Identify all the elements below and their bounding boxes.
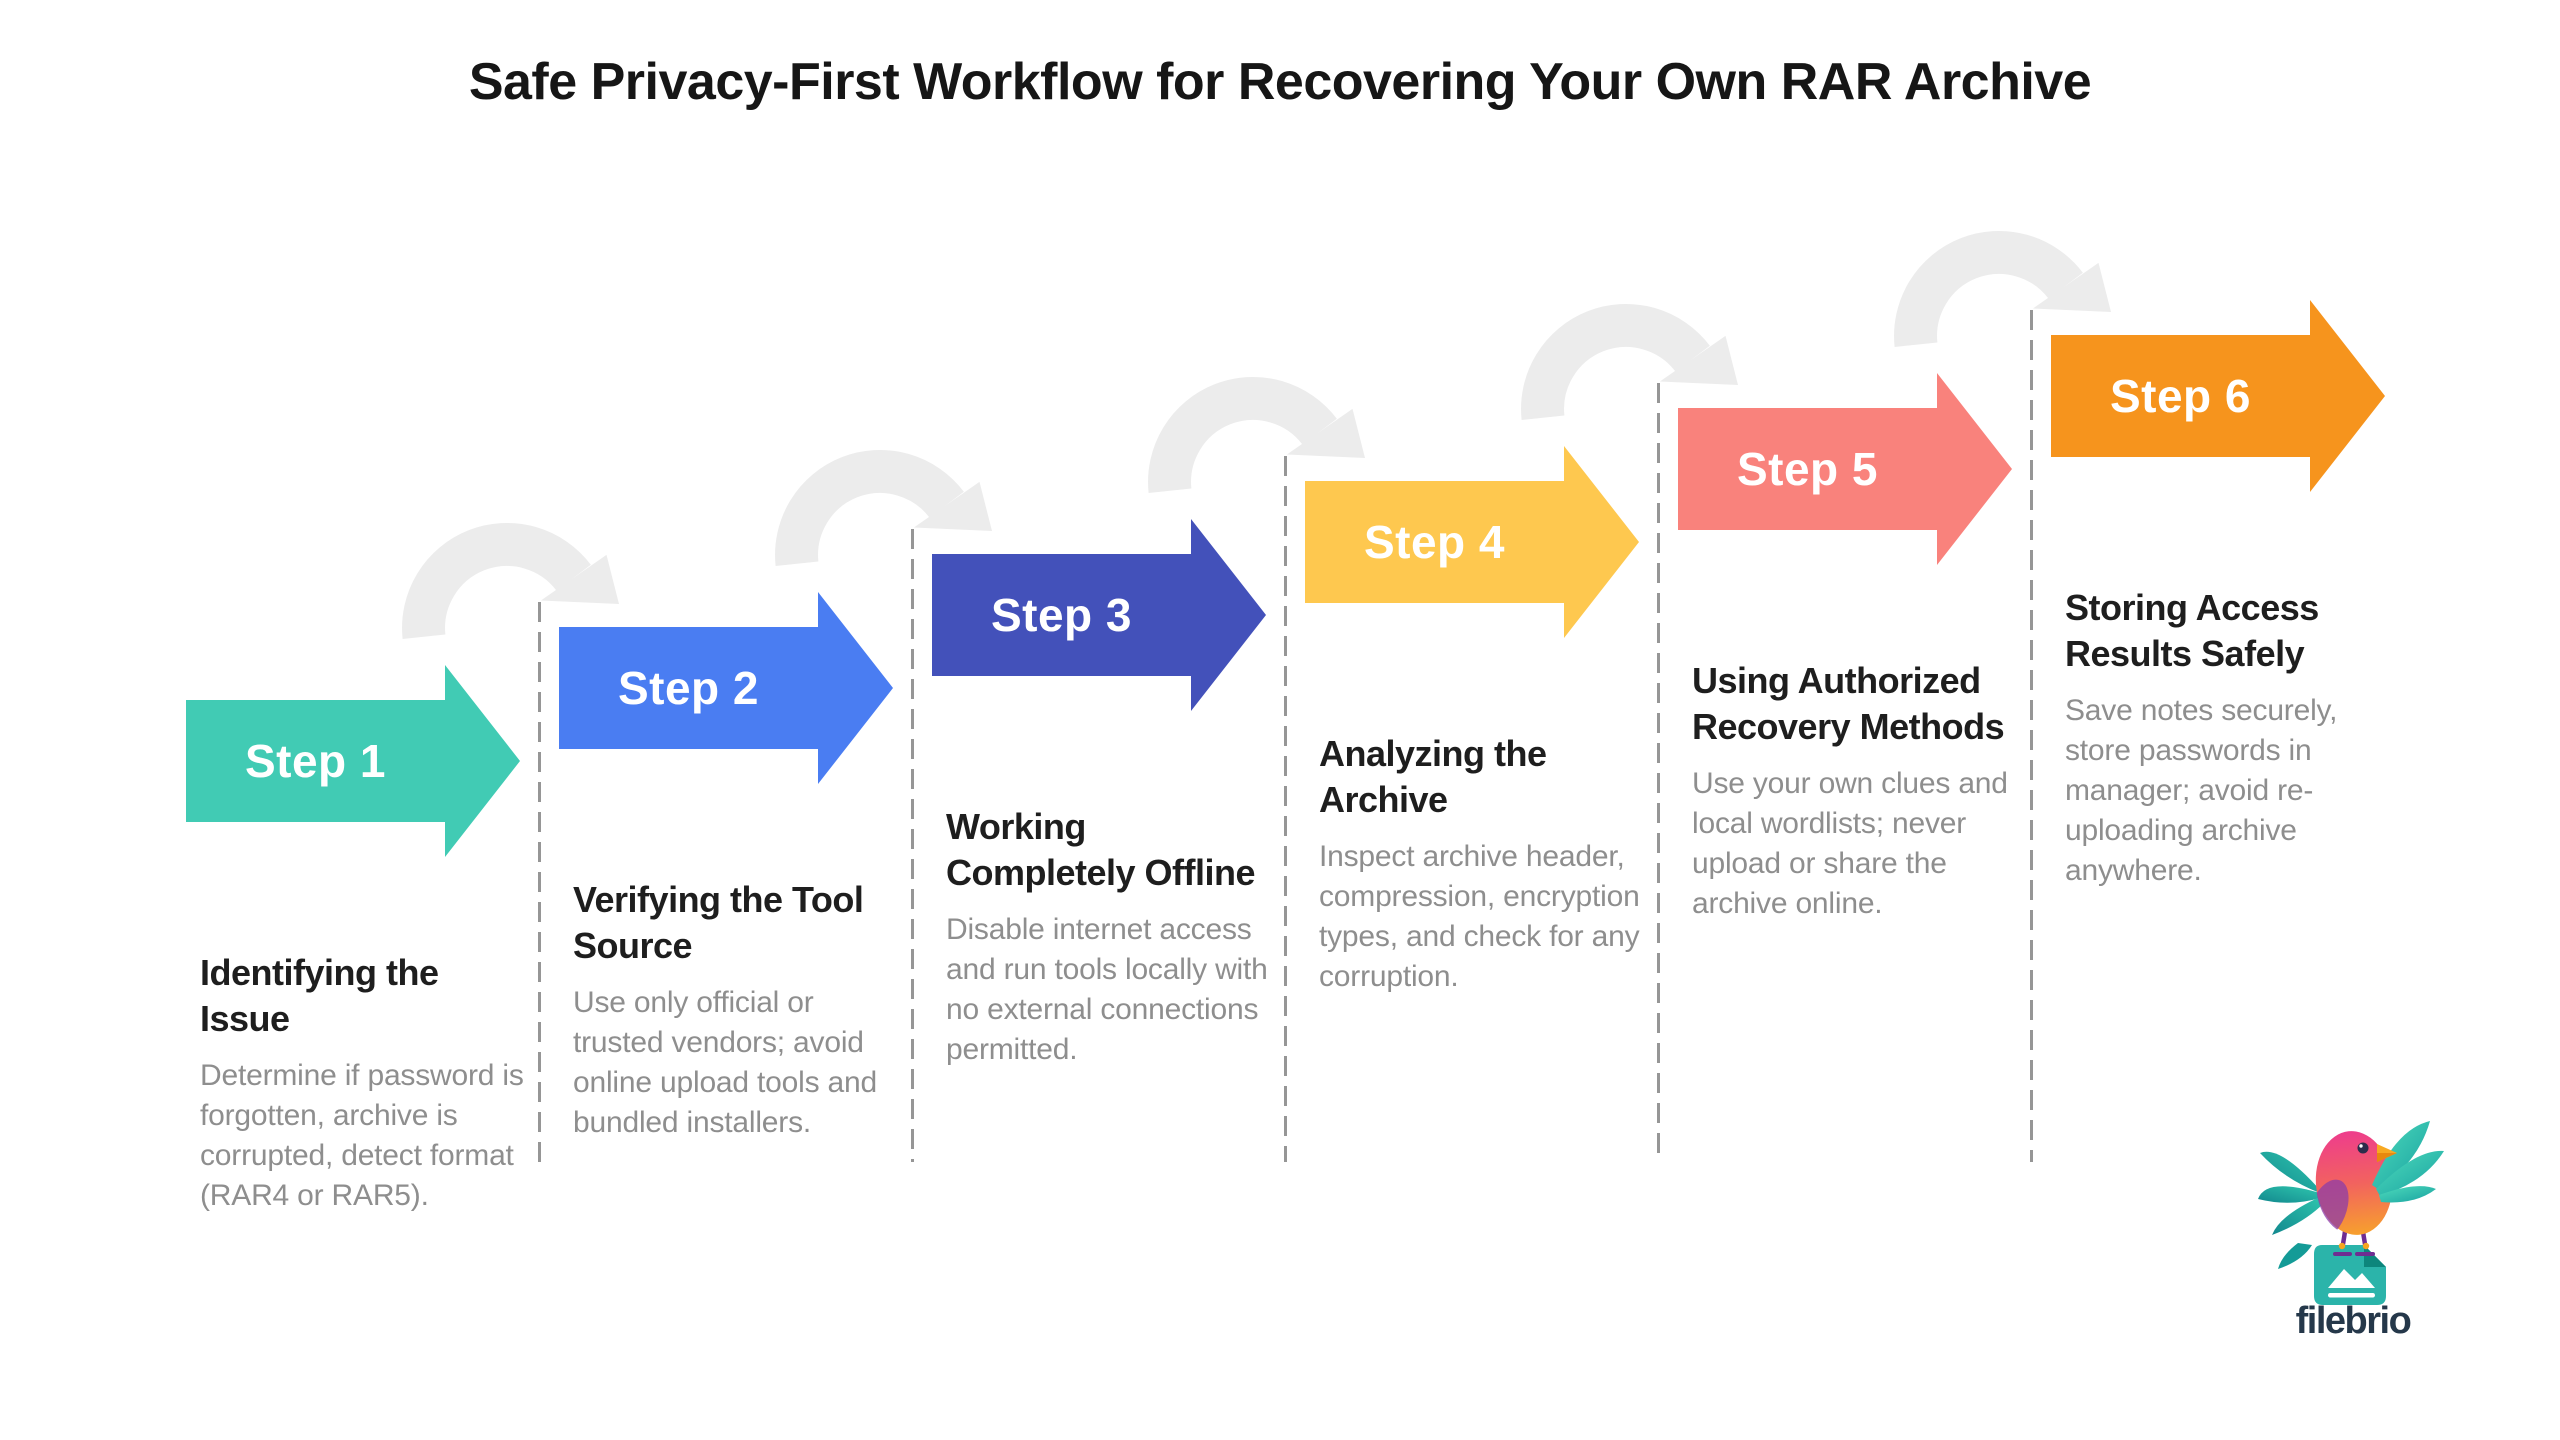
step-1-label: Step 1 (244, 735, 387, 787)
brand-name: filebrio (2295, 1300, 2412, 1342)
curved-connector-arrow-icon (775, 450, 992, 566)
step-6-description: Save notes securely, store passwords in … (2065, 694, 2338, 887)
step-5-label: Step 5 (1736, 443, 1879, 495)
step-2-text-block: Verifying the Tool Source Use only offic… (573, 877, 897, 1143)
step-1-heading: Identifying the Issue (200, 952, 439, 1039)
step-4-text-block: Analyzing the Archive Inspect archive he… (1319, 731, 1643, 997)
step-3-heading: Working Completely Offline (946, 806, 1256, 893)
step-6-label: Step 6 (2109, 370, 2252, 422)
step-1-arrow-icon (186, 665, 520, 857)
step-3-arrow-icon (932, 519, 1266, 711)
page-title: Safe Privacy-First Workflow for Recoveri… (468, 53, 2092, 111)
step-3-label: Step 3 (990, 589, 1133, 641)
step-4-heading: Analyzing the Archive (1319, 733, 1547, 820)
dashed-separator (538, 602, 541, 1162)
filebrio-bird-logo-icon (2258, 1121, 2444, 1305)
dashed-separator (1284, 456, 1287, 1162)
step-5-heading: Using Authorized Recovery Methods (1692, 660, 2005, 747)
step-1-description: Determine if password is forgotten, arch… (200, 1059, 524, 1212)
step-5-arrow-icon (1678, 373, 2012, 565)
step-1-text-block: Identifying the Issue Determine if passw… (200, 950, 524, 1216)
dashed-separator (2030, 310, 2033, 1162)
step-5-description: Use your own clues and local wordlists; … (1692, 767, 2008, 920)
step-5-text-block: Using Authorized Recovery Methods Use yo… (1692, 658, 2016, 924)
step-6-text-block: Storing Access Results Safely Save notes… (2065, 585, 2389, 891)
step-4-description: Inspect archive header, compression, enc… (1319, 840, 1640, 993)
step-2-label: Step 2 (617, 662, 760, 714)
step-2-heading: Verifying the Tool Source (573, 879, 864, 966)
step-2-description: Use only official or trusted vendors; av… (573, 986, 877, 1139)
step-3-description: Disable internet access and run tools lo… (946, 913, 1268, 1066)
step-2-arrow-icon (559, 592, 893, 784)
step-4-arrow-icon (1305, 446, 1639, 638)
curved-connector-arrow-icon (402, 523, 619, 639)
step-4-label: Step 4 (1363, 516, 1506, 568)
step-3-text-block: Working Completely Offline Disable inter… (946, 804, 1270, 1070)
curved-connector-arrow-icon (1521, 304, 1738, 420)
step-6-arrow-icon (2051, 300, 2385, 492)
curved-connector-arrow-icon (1148, 377, 1365, 493)
step-6-heading: Storing Access Results Safely (2065, 587, 2319, 674)
dashed-separator (1657, 383, 1660, 1162)
curved-connector-arrow-icon (1894, 231, 2111, 347)
dashed-separator (911, 529, 914, 1162)
